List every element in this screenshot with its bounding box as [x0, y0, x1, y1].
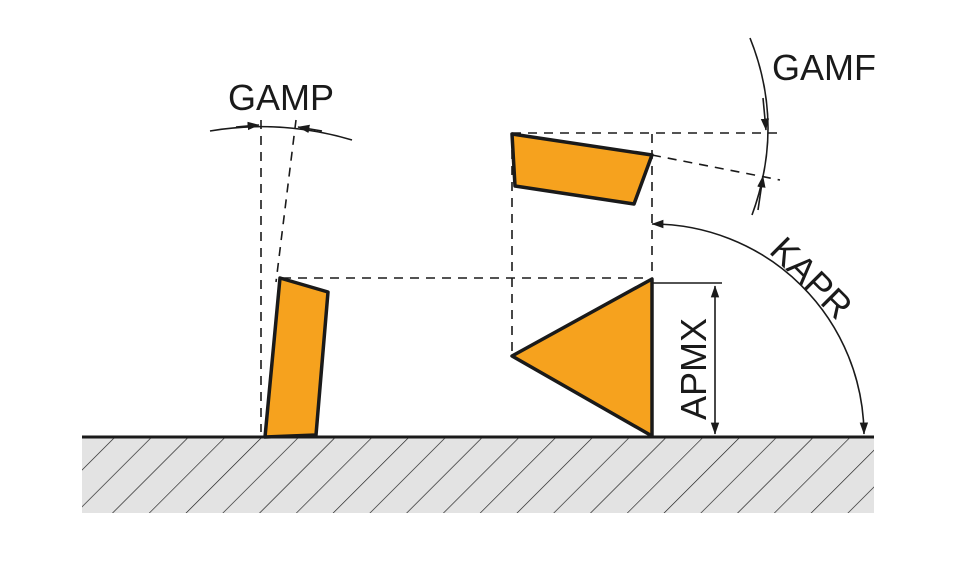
front-view-insert — [510, 132, 654, 206]
gamp-left-arrow — [235, 121, 260, 131]
gamp-rake-line — [275, 119, 297, 283]
gamp-angle-arc — [209, 125, 353, 141]
gamf-bottom-arrow — [757, 175, 766, 211]
gamf-top-arrow — [760, 97, 770, 131]
gamp-label: GAMP — [228, 77, 334, 118]
side-view-insert — [263, 276, 330, 439]
gamf-label: GAMF — [772, 47, 876, 88]
kapr-label: KAPR — [762, 229, 860, 327]
apmx-label: APMX — [673, 318, 714, 420]
gamf-inclined-line — [651, 154, 781, 181]
workpiece-hatched-area — [82, 437, 874, 513]
gamp-right-arrow — [297, 124, 323, 134]
triangular-insert — [510, 277, 654, 438]
kapr-angle-arc — [651, 219, 869, 435]
